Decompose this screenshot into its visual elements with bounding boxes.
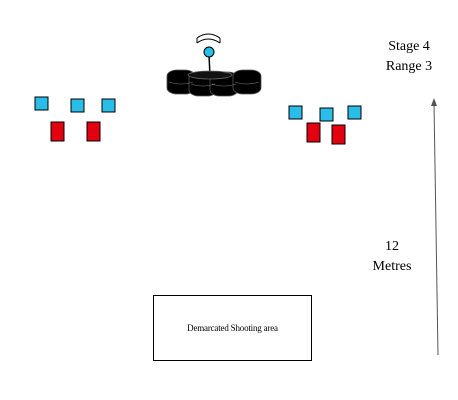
distance-unit: Metres [372,259,412,274]
stage-number: Stage 4 [388,39,430,54]
right-target-group [288,105,362,145]
red-target [331,124,346,145]
tire-stack [166,69,262,97]
tire-stack-prop [166,33,262,97]
tire-top [187,70,233,80]
tire [232,69,262,95]
blue-target [288,105,303,120]
distance-value: 12 [385,239,399,254]
swinging-target [203,46,215,58]
red-target [86,121,101,142]
blue-target [319,107,334,122]
distance-label: 12 Metres [362,237,422,277]
range-number: Range 3 [385,59,433,74]
shooting-area-label: Demarcated Shooting area [187,323,278,333]
shooting-area-box: Demarcated Shooting area [153,295,312,361]
red-target [306,122,321,143]
blue-target [34,96,49,111]
swing-indicator-icon [196,33,221,44]
red-target [50,121,65,142]
distance-arrow [431,98,439,356]
blue-target [347,105,362,120]
left-target-group [34,96,116,142]
blue-target [101,98,116,113]
blue-target [70,98,85,113]
stage-range-label: Stage 4 Range 3 [372,37,446,77]
